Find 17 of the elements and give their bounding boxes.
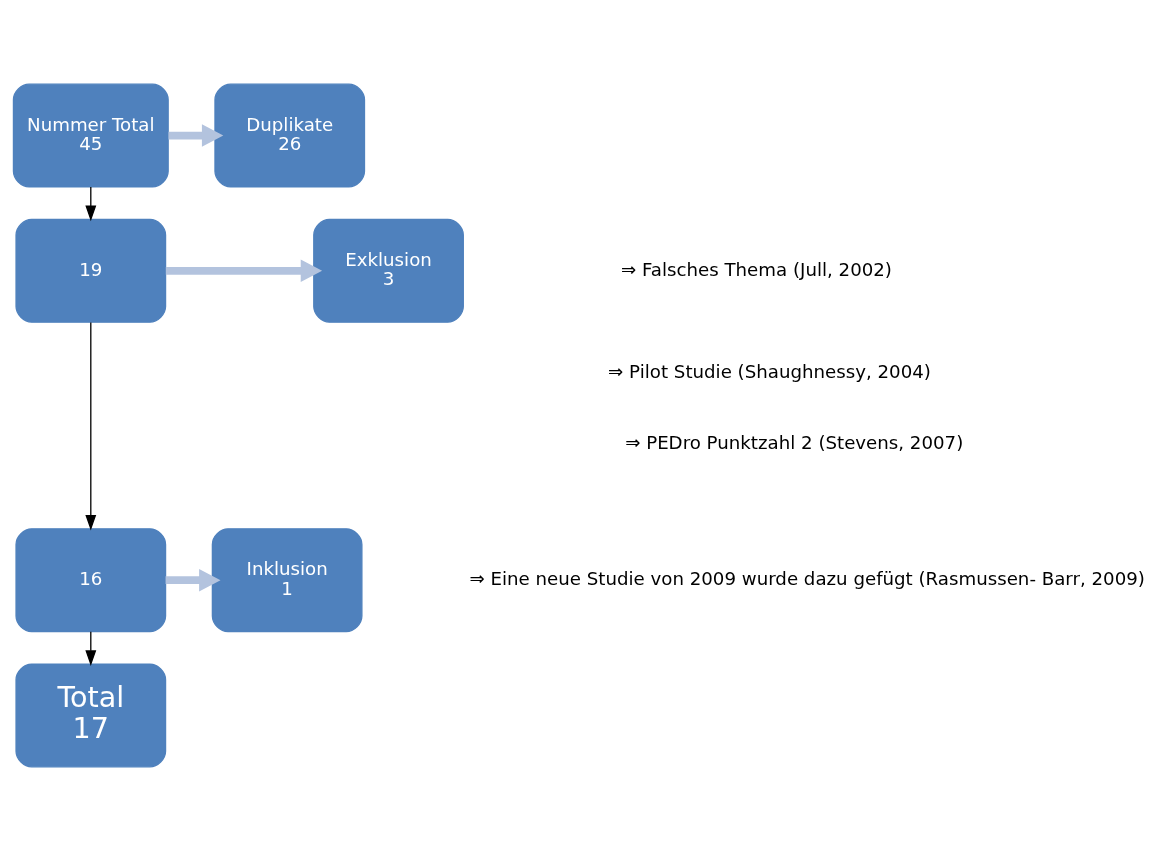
node-box: Inklusion 1 [211,527,363,632]
label: ⇒ PEDro Punktzahl 2 (Stevens, 2007) [625,431,964,453]
label: ⇒ Pilot Studie (Shaughnessy, 2004) [608,360,931,382]
node-box: 19 [15,218,167,323]
arrow [85,321,97,531]
arrow [85,630,97,666]
label: ⇒ Falsches Thema (Jull, 2002) [621,258,892,280]
arrow [168,123,224,147]
arrow [165,568,221,591]
node-box: 16 [15,527,167,632]
arrow [85,185,97,221]
node-box: Total 17 [15,662,167,767]
arrow [165,259,323,282]
node-box: Duplikate 26 [214,83,366,188]
label: ⇒ Eine neue Studie von 2009 wurde dazu gefügt (Rasmussen- Barr, 2009) [469,567,1145,589]
node-box: Exklusion 3 [313,218,464,323]
node-box: Nummer Total 45 [12,83,169,188]
